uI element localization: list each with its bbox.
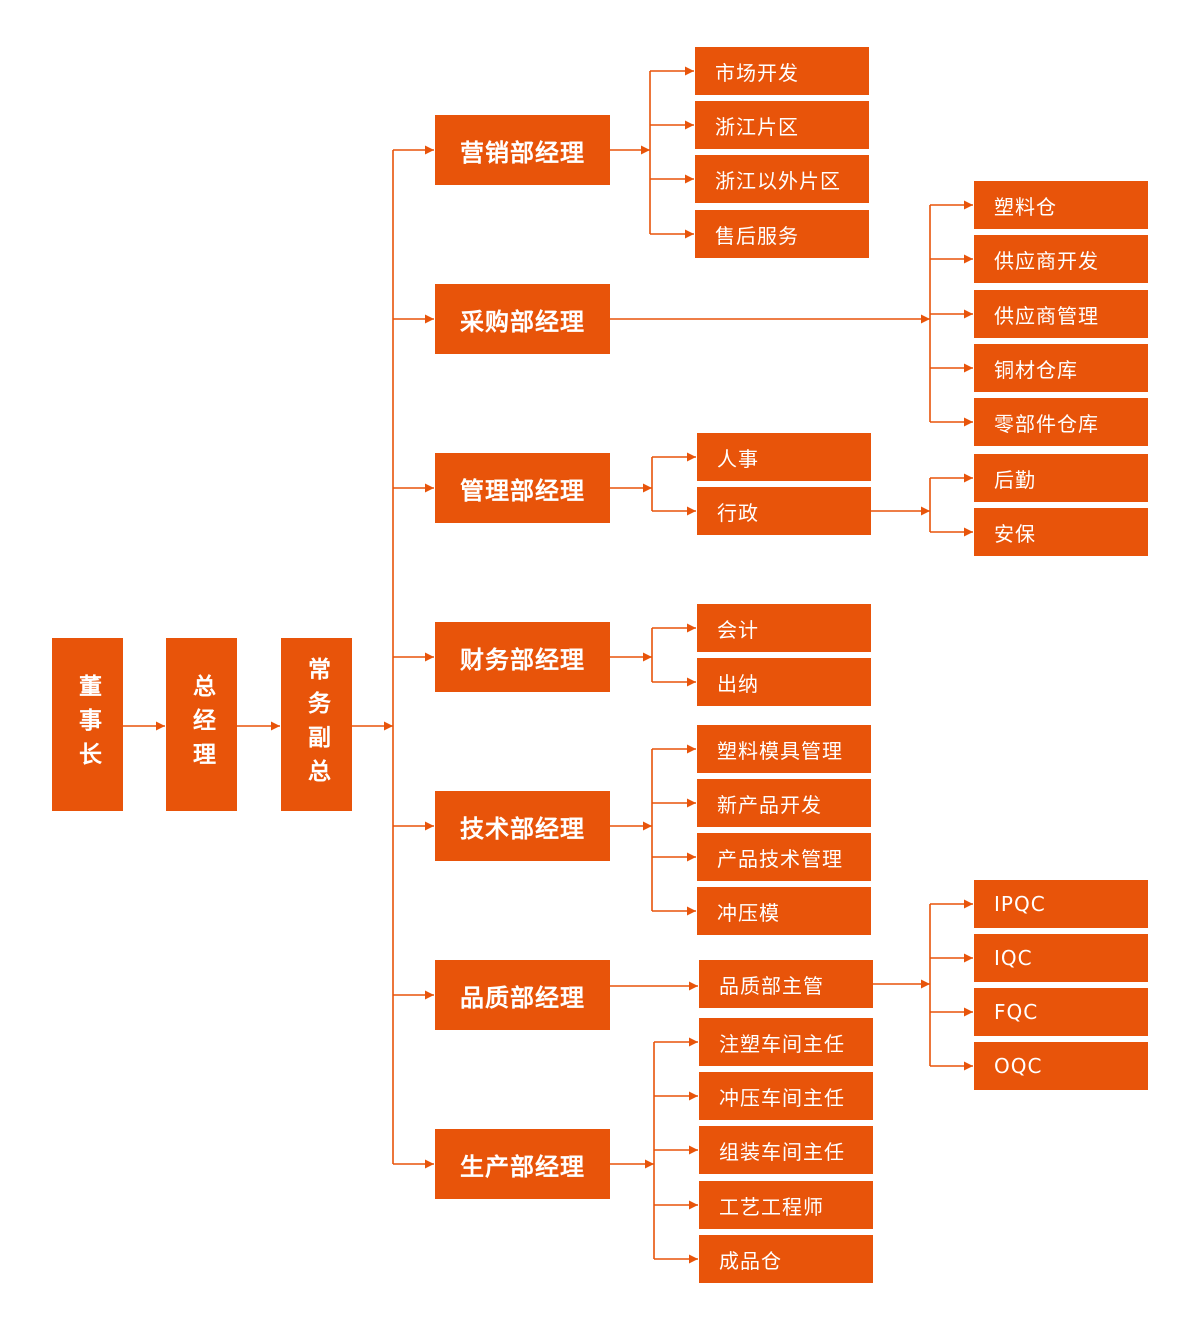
- dept-marketing: 营销部经理: [435, 115, 610, 185]
- node-label: 新产品开发: [717, 792, 822, 817]
- finance-child: 会计: [697, 604, 871, 652]
- node-label: OQC: [994, 1054, 1043, 1078]
- dept-management: 管理部经理: [435, 453, 610, 523]
- dept-quality: 品质部经理: [435, 960, 610, 1030]
- purchasing-child: 供应商管理: [974, 290, 1148, 338]
- dept-label: 技术部经理: [460, 814, 585, 843]
- qc-child: OQC: [974, 1042, 1148, 1090]
- node-label: 售后服务: [715, 223, 799, 248]
- general-manager-box: 总经理: [166, 638, 237, 811]
- marketing-child: 市场开发: [695, 47, 869, 95]
- management-child: 行政: [697, 487, 871, 535]
- purchasing-child: 塑料仓: [974, 181, 1148, 229]
- finance-child: 出纳: [697, 658, 871, 706]
- node-label: 品质部主管: [719, 973, 824, 998]
- qc-child: IPQC: [974, 880, 1148, 928]
- quality-child: 品质部主管: [699, 960, 873, 1008]
- dept-label: 财务部经理: [460, 645, 585, 674]
- node-label: 塑料模具管理: [717, 738, 843, 763]
- node-label: 人事: [717, 446, 759, 471]
- node-label: 浙江以外片区: [715, 168, 841, 193]
- technology-child: 冲压模: [697, 887, 871, 935]
- production-child: 组装车间主任: [699, 1126, 873, 1174]
- chairman-box: 董事长: [52, 638, 123, 811]
- executive-vp-label: 常务副总: [303, 656, 330, 793]
- qc-child: FQC: [974, 988, 1148, 1036]
- purchasing-child: 零部件仓库: [974, 398, 1148, 446]
- node-label: IQC: [994, 946, 1033, 970]
- node-label: 注塑车间主任: [719, 1031, 845, 1056]
- admin-child: 安保: [974, 508, 1148, 556]
- dept-label: 品质部经理: [460, 983, 585, 1012]
- node-label: 浙江片区: [715, 114, 799, 139]
- node-label: 产品技术管理: [717, 846, 843, 871]
- chairman-label: 董事长: [74, 673, 101, 776]
- node-label: 塑料仓: [994, 194, 1057, 219]
- dept-technology: 技术部经理: [435, 791, 610, 861]
- technology-child: 新产品开发: [697, 779, 871, 827]
- dept-purchasing: 采购部经理: [435, 284, 610, 354]
- production-child: 注塑车间主任: [699, 1018, 873, 1066]
- node-label: 供应商开发: [994, 248, 1099, 273]
- production-child: 工艺工程师: [699, 1181, 873, 1229]
- production-child: 冲压车间主任: [699, 1072, 873, 1120]
- node-label: 会计: [717, 617, 759, 642]
- management-child: 人事: [697, 433, 871, 481]
- node-label: IPQC: [994, 892, 1046, 916]
- node-label: 工艺工程师: [719, 1194, 824, 1219]
- technology-child: 塑料模具管理: [697, 725, 871, 773]
- dept-label: 生产部经理: [460, 1152, 585, 1181]
- general-manager-label: 总经理: [188, 673, 215, 776]
- node-label: 安保: [994, 521, 1036, 546]
- executive-vp-box: 常务副总: [281, 638, 352, 811]
- node-label: FQC: [994, 1000, 1039, 1024]
- node-label: 行政: [717, 500, 759, 525]
- purchasing-child: 铜材仓库: [974, 344, 1148, 392]
- production-child: 成品仓: [699, 1235, 873, 1283]
- node-label: 市场开发: [715, 60, 799, 85]
- node-label: 成品仓: [719, 1248, 782, 1273]
- qc-child: IQC: [974, 934, 1148, 982]
- node-label: 出纳: [717, 671, 759, 696]
- node-label: 冲压车间主任: [719, 1085, 845, 1110]
- node-label: 零部件仓库: [994, 411, 1099, 436]
- dept-label: 采购部经理: [460, 307, 585, 336]
- marketing-child: 浙江以外片区: [695, 155, 869, 203]
- node-label: 铜材仓库: [994, 357, 1078, 382]
- admin-child: 后勤: [974, 454, 1148, 502]
- node-label: 后勤: [994, 467, 1036, 492]
- node-label: 供应商管理: [994, 303, 1099, 328]
- dept-finance: 财务部经理: [435, 622, 610, 692]
- dept-label: 管理部经理: [460, 476, 585, 505]
- purchasing-child: 供应商开发: [974, 235, 1148, 283]
- technology-child: 产品技术管理: [697, 833, 871, 881]
- marketing-child: 浙江片区: [695, 101, 869, 149]
- marketing-child: 售后服务: [695, 210, 869, 258]
- node-label: 冲压模: [717, 900, 780, 925]
- dept-production: 生产部经理: [435, 1129, 610, 1199]
- node-label: 组装车间主任: [719, 1139, 845, 1164]
- dept-label: 营销部经理: [460, 138, 585, 167]
